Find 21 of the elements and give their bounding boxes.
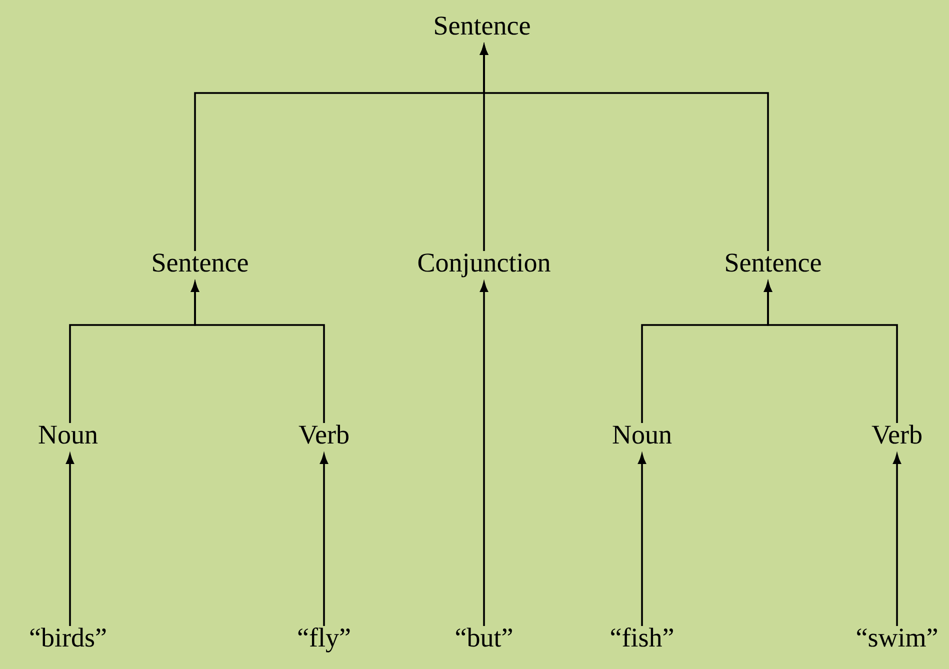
word-label: “fly” [298,628,350,652]
word-label: Sentence [435,16,530,35]
word-label: “birds” [30,628,106,647]
arrow [480,45,769,251]
word-label: Verb [298,424,348,444]
word-label: “swim” [857,628,937,647]
arrow [480,282,488,626]
word-label: Conjunction [418,254,550,278]
arrow [638,454,646,626]
word-label: Noun [612,426,672,444]
word-label: Verb [872,424,922,444]
word-label: “but” [456,628,512,647]
word-label: Noun [38,426,98,444]
word-label: “fish” [611,628,673,647]
arrow [764,282,898,423]
arrow [893,454,901,626]
arrow [191,282,325,423]
arrow [320,454,328,626]
word-label: Sentence [153,254,248,272]
word-label: Sentence [726,254,821,272]
arrow [66,454,74,626]
